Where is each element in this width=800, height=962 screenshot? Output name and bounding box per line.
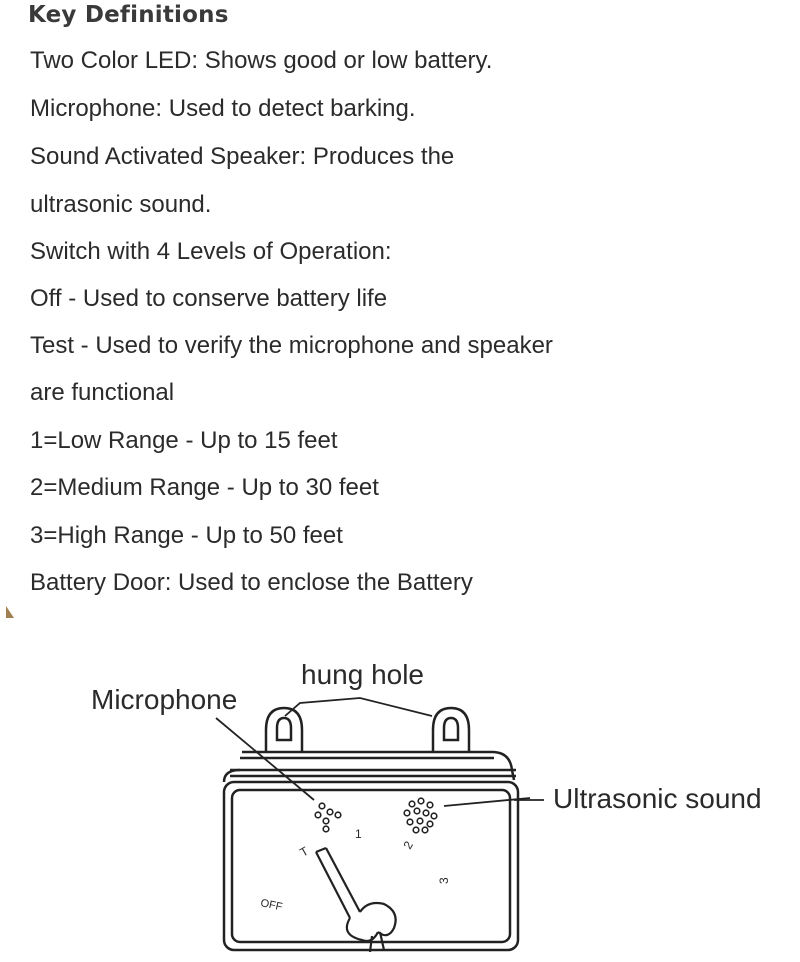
definition-line: Sound Activated Speaker: Produces the [30, 143, 455, 170]
definition-line: Test - Used to verify the microphone and… [30, 332, 553, 359]
speaker-holes [403, 797, 438, 834]
hung-hole-left [264, 706, 304, 752]
hung-hole-right [431, 706, 471, 752]
switch-label-test: T [298, 843, 312, 859]
label-hung-hole: hung hole [301, 659, 424, 690]
switch-label-3: 3 [437, 877, 451, 884]
definition-line: Off - Used to conserve battery life [30, 285, 388, 312]
range-switch [315, 846, 397, 953]
label-microphone: Microphone [91, 684, 237, 715]
definition-line: Battery Door: Used to enclose the Batter… [30, 569, 473, 596]
definition-line: Switch with 4 Levels of Operation: [30, 238, 392, 265]
switch-label-1: 1 [355, 827, 362, 841]
definition-line: are functional [30, 379, 175, 406]
definition-line: Microphone: Used to detect barking. [30, 95, 416, 122]
page-title: Key Definitions [28, 2, 229, 28]
scan-mark [6, 606, 14, 618]
definition-line: 2=Medium Range - Up to 30 feet [30, 474, 379, 501]
label-ultrasonic-sound: Ultrasonic sound [553, 783, 762, 814]
switch-label-2: 2 [400, 838, 416, 851]
definition-line: ultrasonic sound. [30, 191, 212, 218]
definition-line: Two Color LED: Shows good or low battery… [30, 47, 493, 74]
microphone-holes [314, 802, 342, 833]
definition-line: 3=High Range - Up to 50 feet [30, 522, 343, 549]
leader-lines [215, 697, 544, 807]
switch-label-off: OFF [259, 897, 283, 913]
device-body [222, 750, 520, 952]
definition-line: 1=Low Range - Up to 15 feet [30, 427, 338, 454]
device-diagram: hung hole Microphone Ultrasonic sound OF… [91, 659, 762, 953]
